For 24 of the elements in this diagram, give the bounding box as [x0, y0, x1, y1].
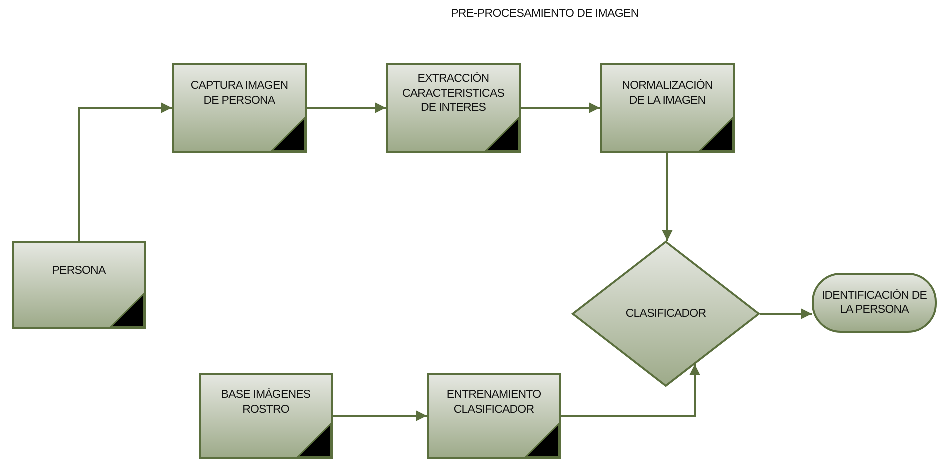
node-label: CLASIFICADOR [626, 306, 706, 322]
process-box [600, 63, 735, 153]
process-box [427, 373, 561, 459]
arrow [760, 308, 812, 320]
node-label: PERSONA [52, 264, 106, 278]
arrow [78, 102, 172, 241]
process-box [12, 241, 146, 329]
terminal-box [812, 273, 937, 333]
node-label: BASE IMÁGENES ROSTRO [220, 388, 312, 418]
process-box [172, 63, 307, 153]
arrow [521, 102, 600, 114]
process-box [199, 373, 333, 459]
node-label: IDENTIFICACIÓN DE LA PERSONA [820, 288, 928, 318]
arrow [662, 153, 673, 241]
node-label: NORMALIZACIÓN DE LA IMAGEN [621, 79, 714, 108]
arrow [333, 410, 427, 422]
node-label: CAPTURA IMAGEN DE PERSONA [190, 79, 290, 108]
decision-diamond [572, 241, 760, 387]
diagram-title: PRE-PROCESAMIENTO DE IMAGEN [450, 8, 640, 20]
process-box [386, 63, 521, 153]
arrow [307, 102, 386, 114]
arrow [561, 364, 700, 417]
node-label: EXTRACCIÓN CARACTERISTICAS DE INTERES [402, 72, 506, 116]
node-label: ENTRENAMIENTO CLASIFICADOR [446, 388, 542, 418]
